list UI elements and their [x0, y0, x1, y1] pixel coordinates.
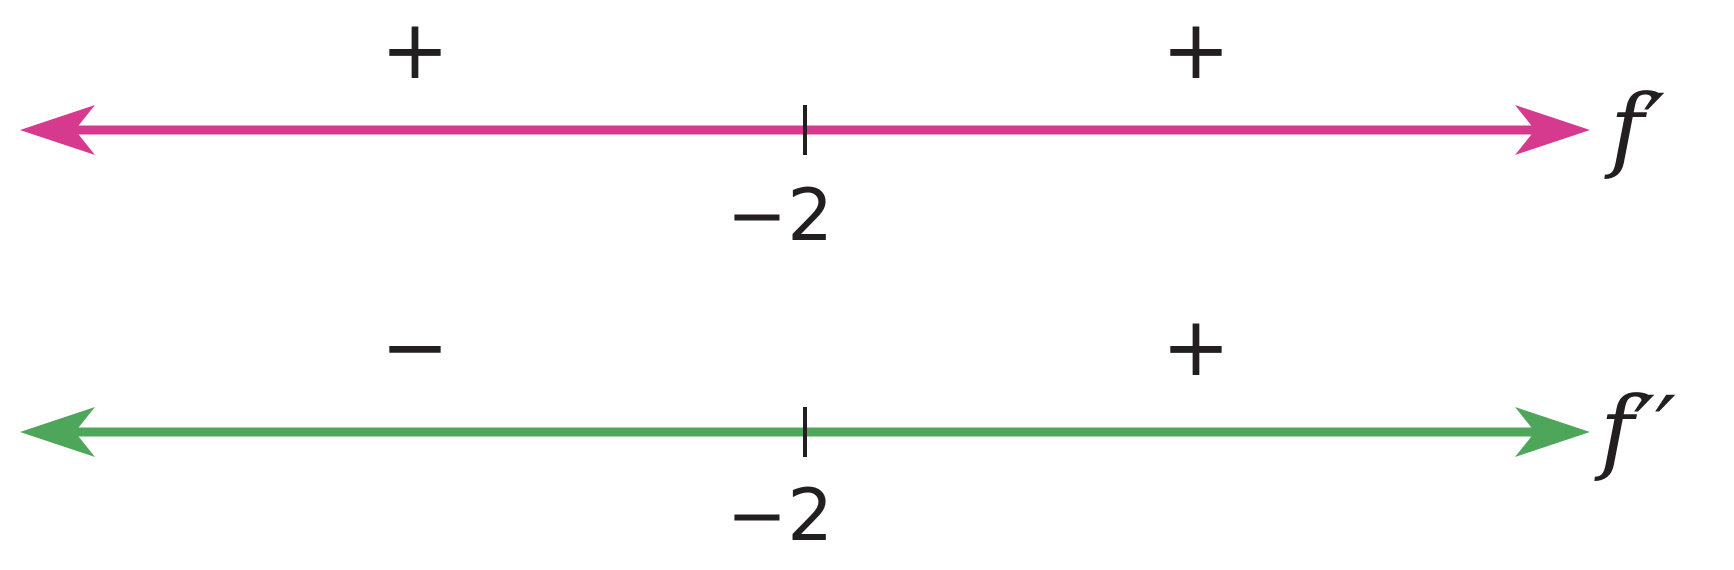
second-derivative-right-arrow-icon	[1515, 407, 1590, 457]
first-derivative-right-arrow-icon	[1515, 105, 1590, 155]
second-derivative-function-label: f′′	[1594, 377, 1676, 484]
second-derivative-left-sign: −	[381, 300, 450, 395]
first-derivative-left-arrow-icon	[20, 105, 95, 155]
first-derivative-left-sign: +	[381, 3, 450, 98]
first-derivative-right-sign: +	[1162, 3, 1231, 98]
second-derivative-critical-point-label: −2	[727, 473, 833, 557]
first-derivative-function-label: f′	[1604, 75, 1665, 182]
second-derivative-sign-chart: − + −2 f′′	[20, 300, 1676, 557]
first-derivative-sign-chart: + + −2 f′	[20, 3, 1665, 257]
second-derivative-left-arrow-icon	[20, 407, 95, 457]
first-derivative-critical-point-label: −2	[727, 173, 833, 257]
second-derivative-right-sign: +	[1162, 300, 1231, 395]
